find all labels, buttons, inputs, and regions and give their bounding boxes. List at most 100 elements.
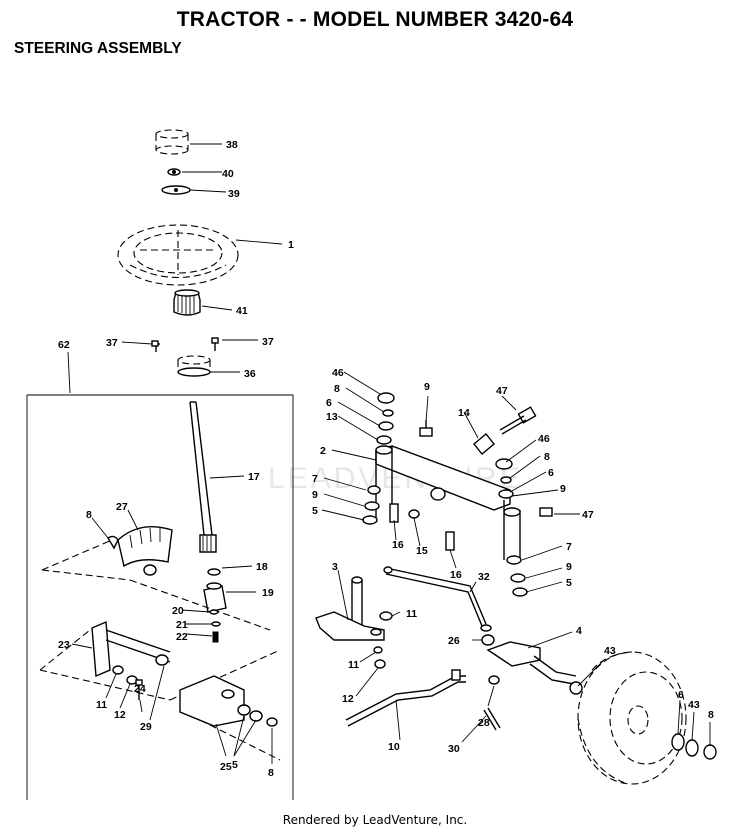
callout-27: 27	[116, 501, 128, 513]
callout-16-right: 16	[450, 569, 462, 581]
callout-12-lower: 12	[342, 693, 354, 705]
axle-hardware-left-lower	[362, 485, 381, 525]
assembly-guides	[39, 539, 281, 761]
bolt-left	[151, 340, 160, 352]
assembly-box-62	[26, 394, 294, 800]
callout-36: 36	[244, 368, 256, 380]
wheel-hardware	[671, 733, 717, 760]
steering-adapter	[173, 289, 201, 316]
pinion-housing	[203, 568, 227, 613]
callout-21: 21	[176, 619, 188, 631]
callout-15: 15	[416, 545, 428, 557]
callout-8-left: 8	[86, 509, 92, 521]
callout-38: 38	[226, 139, 238, 151]
callout-6-wheel: 6	[678, 689, 684, 701]
callout-46-right: 46	[538, 433, 550, 445]
sector-gear	[117, 526, 173, 576]
callout-46-top: 46	[332, 367, 344, 379]
callout-1: 1	[288, 239, 294, 251]
callout-7-right: 7	[566, 541, 572, 553]
callout-6-axle-left: 6	[326, 397, 332, 409]
mounting-plate-25	[179, 675, 245, 727]
callout-8-axle-left: 8	[334, 383, 340, 395]
washer-28	[488, 675, 500, 685]
callout-12-left: 12	[114, 709, 126, 721]
callout-32: 32	[478, 571, 490, 583]
drag-link-32	[383, 566, 492, 632]
bushing-26	[481, 634, 495, 646]
callout-11-left: 11	[96, 699, 107, 711]
callout-19: 19	[262, 587, 274, 599]
pivot-bracket-23	[91, 620, 171, 678]
steering-nut	[167, 168, 181, 176]
callout-8-axle-right: 8	[544, 451, 550, 463]
front-wheel	[577, 651, 687, 785]
callout-9-lower-right: 9	[566, 561, 572, 573]
callout-29: 29	[140, 721, 152, 733]
cotter-pin-30	[483, 707, 501, 731]
callout-39: 39	[228, 188, 240, 200]
callout-4: 4	[576, 625, 582, 637]
axle-hardware-right-lower	[506, 555, 528, 597]
washer-11-right	[379, 611, 393, 621]
bolt-24	[135, 679, 143, 700]
grease-fitting-47-right	[539, 507, 553, 517]
callout-8-wheel: 8	[708, 709, 714, 721]
callout-5-right: 5	[566, 577, 572, 589]
callout-43-left: 43	[604, 645, 616, 657]
callout-5-left: 5	[232, 759, 238, 771]
washers-5-8	[237, 704, 278, 727]
callout-20: 20	[172, 605, 184, 617]
callout-62: 62	[58, 339, 70, 351]
callout-30: 30	[448, 743, 460, 755]
callout-17: 17	[248, 471, 260, 483]
callout-10: 10	[388, 741, 400, 753]
callout-6-axle-right: 6	[548, 467, 554, 479]
steering-bushing	[177, 355, 211, 377]
callout-3: 3	[332, 561, 338, 573]
retainer-clip-8	[107, 535, 119, 550]
callout-28: 28	[478, 717, 490, 729]
callout-labels: 38 40 39 1 41 37 37 36 62 17 27 8 18 19 …	[58, 139, 714, 779]
callout-14: 47	[496, 385, 508, 397]
callout-41: 41	[236, 305, 248, 317]
spindle-left-3	[315, 576, 385, 641]
steering-wheel	[117, 224, 239, 286]
spacer-13	[473, 433, 495, 455]
lower-hardware-11-12	[373, 646, 386, 669]
callout-13: 14	[458, 407, 470, 419]
callout-7-left: 7	[312, 473, 318, 485]
section-title: STEERING ASSEMBLY	[14, 40, 182, 57]
callout-16-left: 16	[392, 539, 404, 551]
axle-hardware-right-top	[495, 458, 514, 499]
callout-9-axle-left: 13	[326, 411, 338, 423]
callout-40: 40	[222, 168, 234, 180]
leader-lines	[67, 143, 711, 764]
spindle-right-4	[486, 641, 583, 695]
steering-cap	[155, 129, 189, 155]
callout-24: 24	[134, 683, 146, 695]
callout-25: 25	[220, 761, 232, 773]
callout-47-top: 9	[424, 381, 430, 393]
tie-rod-10	[345, 669, 466, 727]
axle-hardware-left-stack	[376, 392, 395, 445]
callout-23: 23	[58, 639, 70, 651]
callout-22: 22	[176, 631, 188, 643]
callout-47-right: 47	[582, 509, 594, 521]
footer-credit: Rendered by LeadVenture, Inc.	[282, 813, 468, 827]
callout-43-right: 43	[688, 699, 700, 711]
callout-11-center: 11	[406, 608, 417, 620]
grease-fitting-47-top	[419, 420, 433, 437]
washer-11-left	[112, 665, 124, 675]
small-hardware-20-22	[209, 609, 221, 643]
bolt-14	[499, 406, 537, 435]
steering-washer	[161, 185, 191, 195]
page-title: TRACTOR - - MODEL NUMBER 3420-64	[176, 8, 574, 31]
steering-shaft	[189, 401, 217, 553]
callout-5-axle-left: 5	[312, 505, 318, 517]
callout-2: 2	[320, 445, 326, 457]
callout-26: 26	[448, 635, 460, 647]
callout-9-right: 9	[560, 483, 566, 495]
callout-11-lower: 11	[348, 659, 359, 671]
